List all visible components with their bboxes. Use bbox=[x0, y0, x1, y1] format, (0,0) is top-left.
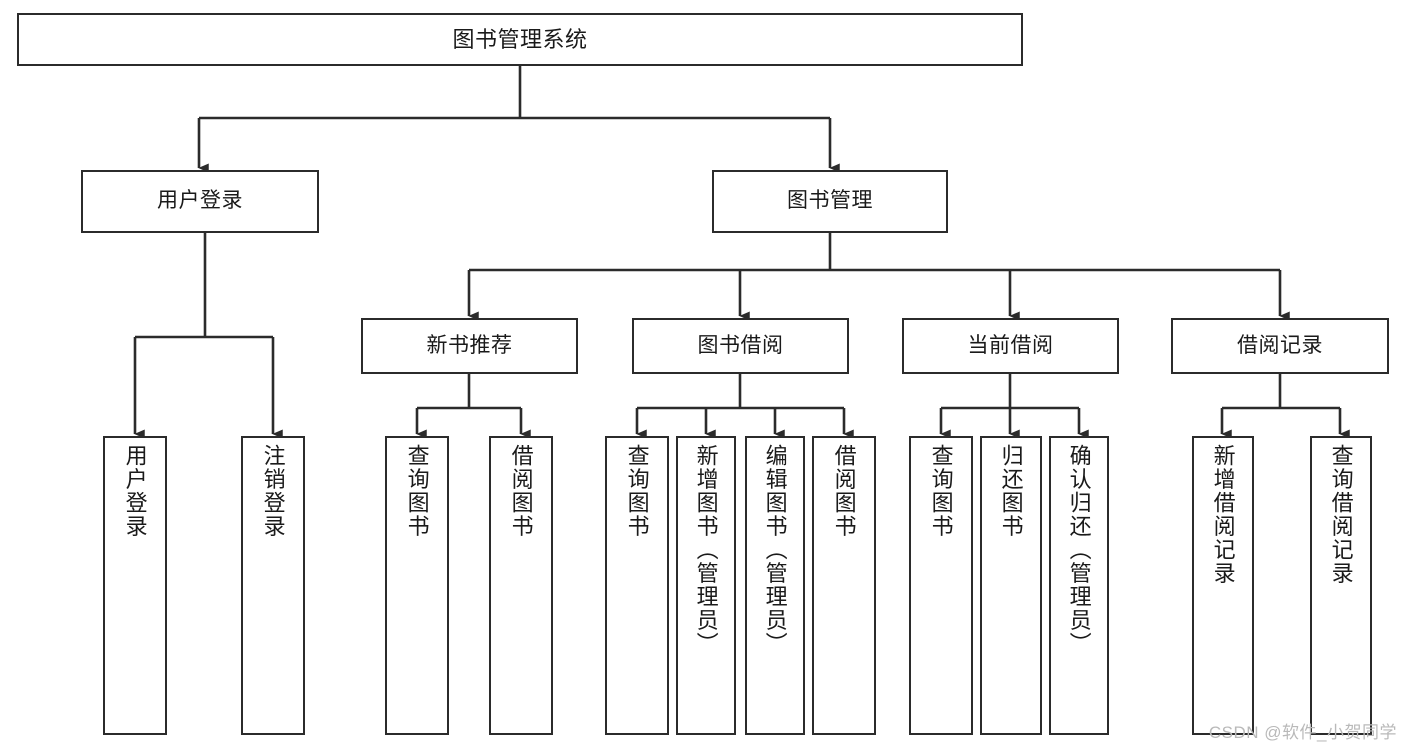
node-label: 查询图书 bbox=[404, 444, 430, 538]
leaf-user-login-login[interactable]: 用户登录 bbox=[103, 436, 167, 735]
node-new-book-recommend[interactable]: 新书推荐 bbox=[361, 318, 578, 374]
node-label: 借阅图书 bbox=[831, 444, 857, 538]
node-label: 查询借阅记录 bbox=[1328, 444, 1354, 585]
node-label: 用户登录 bbox=[157, 189, 243, 213]
leaf-borrow-record-query[interactable]: 查询借阅记录 bbox=[1310, 436, 1372, 735]
leaf-book-borrow-add[interactable]: 新增图书（管理员） bbox=[676, 436, 736, 735]
leaf-borrow-record-add[interactable]: 新增借阅记录 bbox=[1192, 436, 1254, 735]
node-label: 归还图书 bbox=[998, 444, 1024, 538]
node-label: 查询图书 bbox=[928, 444, 954, 538]
watermark: CSDN @软件_小贺同学 bbox=[1208, 723, 1397, 742]
node-label: 注销登录 bbox=[260, 444, 286, 538]
leaf-new-book-query[interactable]: 查询图书 bbox=[385, 436, 449, 735]
node-label: 确认归还（管理员） bbox=[1066, 444, 1092, 656]
node-label: 图书借阅 bbox=[697, 333, 784, 357]
leaf-current-borrow-query[interactable]: 查询图书 bbox=[909, 436, 973, 735]
node-root-system[interactable]: 图书管理系统 bbox=[17, 13, 1023, 66]
node-book-management[interactable]: 图书管理 bbox=[712, 170, 948, 233]
node-label: 图书管理 bbox=[787, 189, 873, 213]
node-label: 新书推荐 bbox=[426, 333, 513, 357]
node-label: 当前借阅 bbox=[967, 333, 1054, 357]
node-current-borrow[interactable]: 当前借阅 bbox=[902, 318, 1119, 374]
node-borrow-record[interactable]: 借阅记录 bbox=[1171, 318, 1389, 374]
node-label: 新增借阅记录 bbox=[1210, 444, 1236, 585]
node-book-borrow[interactable]: 图书借阅 bbox=[632, 318, 849, 374]
leaf-book-borrow-borrow[interactable]: 借阅图书 bbox=[812, 436, 876, 735]
node-label: 用户登录 bbox=[122, 444, 148, 538]
leaf-user-login-logout[interactable]: 注销登录 bbox=[241, 436, 305, 735]
leaf-book-borrow-edit[interactable]: 编辑图书（管理员） bbox=[745, 436, 805, 735]
node-label: 借阅记录 bbox=[1237, 333, 1323, 357]
leaf-new-book-borrow[interactable]: 借阅图书 bbox=[489, 436, 553, 735]
node-label: 查询图书 bbox=[624, 444, 650, 538]
node-label: 编辑图书（管理员） bbox=[762, 444, 788, 656]
node-label: 图书管理系统 bbox=[452, 26, 588, 52]
leaf-book-borrow-query[interactable]: 查询图书 bbox=[605, 436, 669, 735]
leaf-current-borrow-confirm-return[interactable]: 确认归还（管理员） bbox=[1049, 436, 1109, 735]
node-label: 新增图书（管理员） bbox=[693, 444, 719, 656]
node-user-login[interactable]: 用户登录 bbox=[81, 170, 319, 233]
leaf-current-borrow-return[interactable]: 归还图书 bbox=[980, 436, 1042, 735]
node-label: 借阅图书 bbox=[508, 444, 534, 538]
